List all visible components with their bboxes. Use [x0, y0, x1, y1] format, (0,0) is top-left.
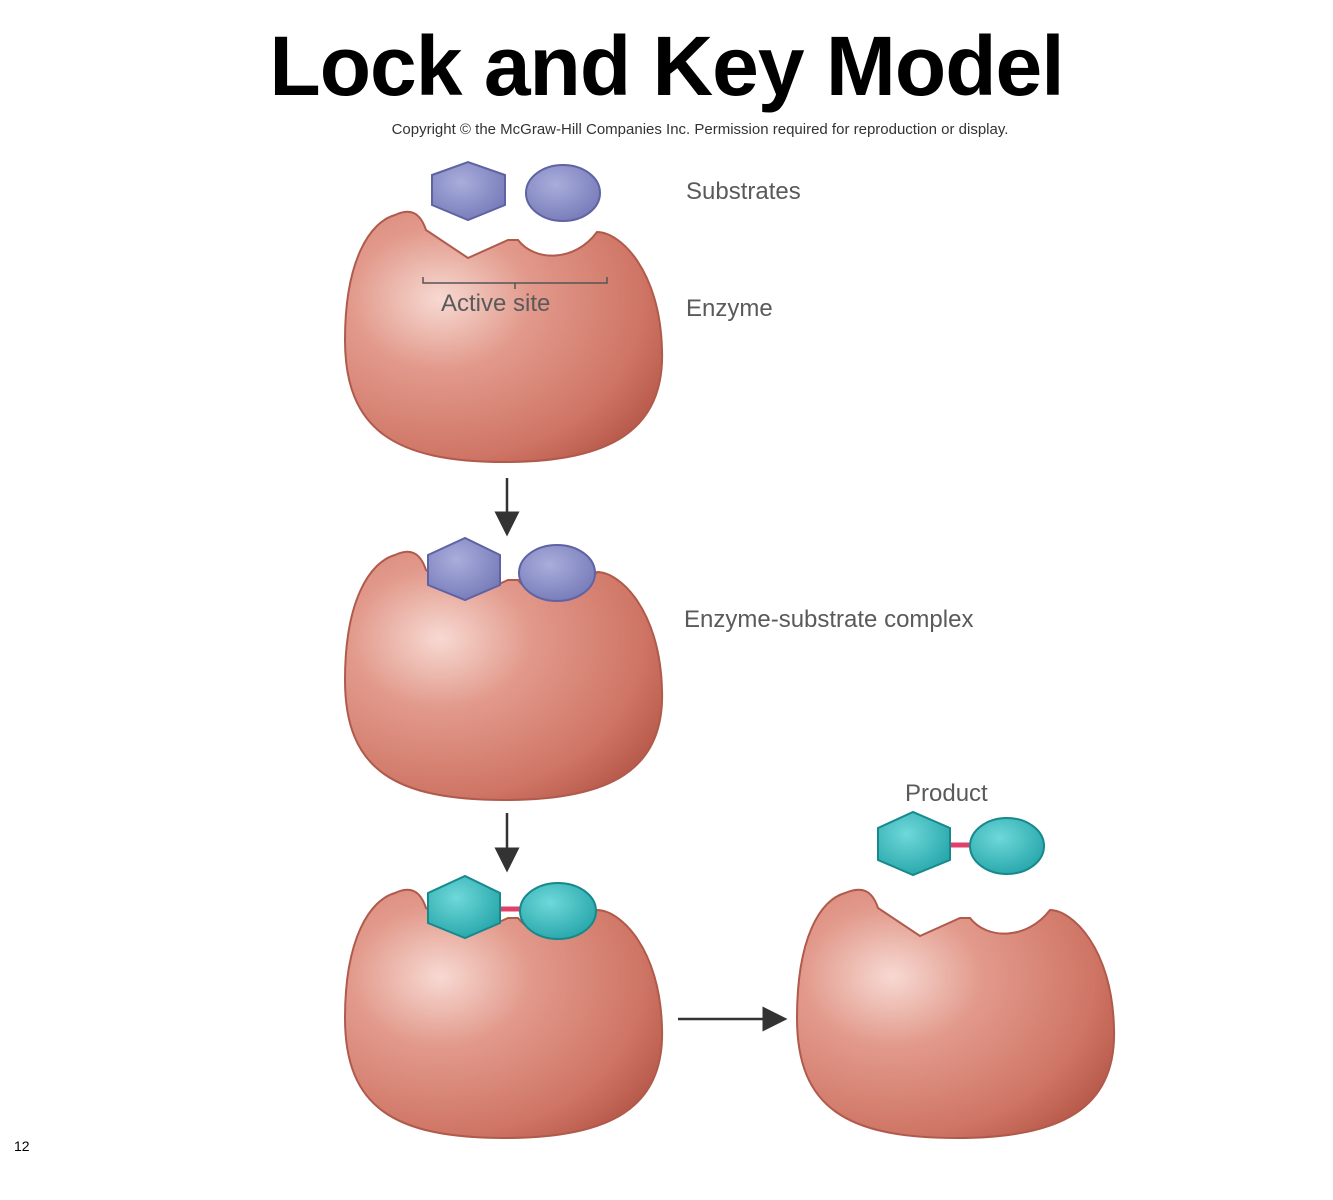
slide-title: Lock and Key Model	[269, 19, 1064, 113]
enzyme-3	[343, 874, 664, 1140]
enzyme-4	[795, 888, 1116, 1140]
substrate-oval-bound	[518, 544, 596, 602]
product-hexagon-bound	[427, 874, 501, 940]
page-number: 12	[14, 1138, 30, 1154]
substrate-oval	[525, 164, 601, 222]
product-free	[877, 810, 1045, 877]
substrate-hexagon-bound	[427, 536, 501, 602]
product-oval-bound	[519, 882, 597, 940]
enzyme-2	[343, 536, 664, 802]
substrates-free	[431, 160, 601, 222]
label-product: Product	[905, 780, 988, 807]
label-enzyme: Enzyme	[686, 295, 773, 322]
product-oval	[969, 817, 1045, 875]
label-enzyme-substrate-complex: Enzyme-substrate complex	[684, 606, 974, 633]
copyright-notice: Copyright © the McGraw-Hill Companies In…	[391, 121, 1009, 138]
enzyme-1	[343, 210, 664, 464]
label-substrates: Substrates	[686, 178, 801, 205]
enzyme-body	[343, 550, 664, 802]
label-active-site: Active site	[441, 290, 551, 317]
active-site-bracket	[422, 277, 608, 289]
enzyme-body	[795, 888, 1116, 1140]
product-hexagon	[877, 810, 951, 877]
substrate-hexagon	[431, 160, 506, 222]
enzyme-body	[343, 210, 664, 464]
enzyme-body	[343, 888, 664, 1140]
